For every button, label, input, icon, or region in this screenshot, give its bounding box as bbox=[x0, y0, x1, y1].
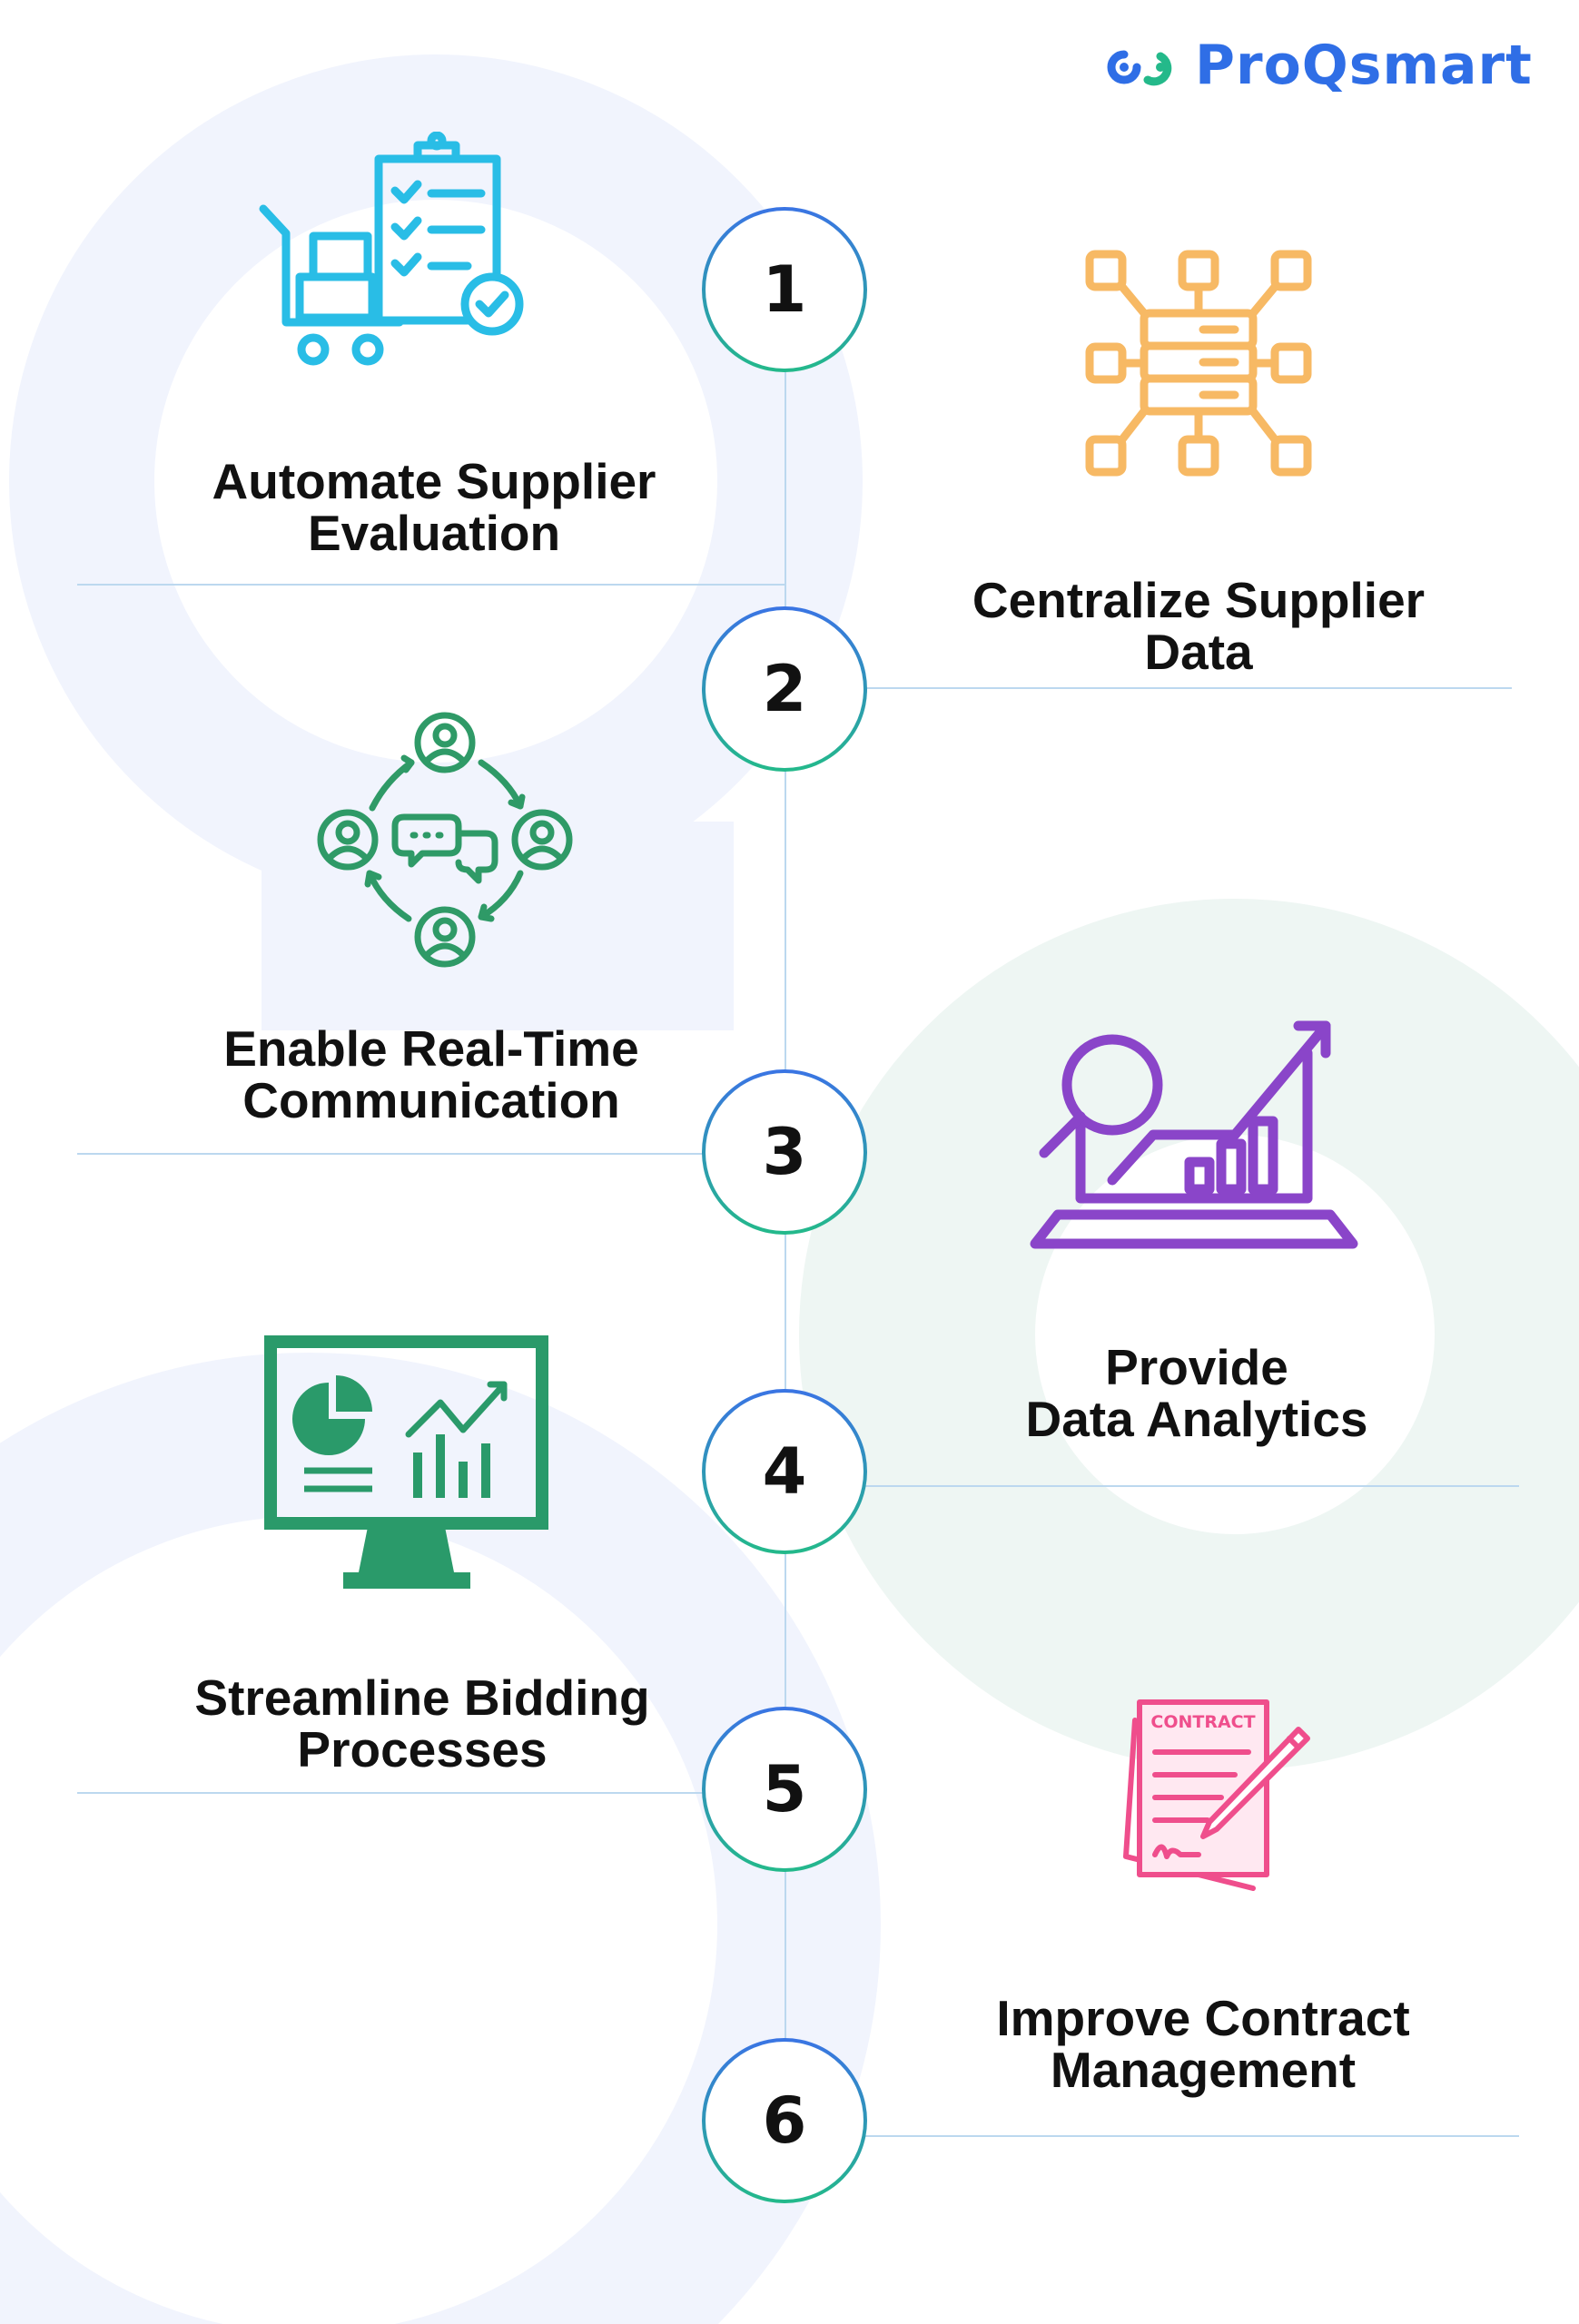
step-number: 3 bbox=[762, 1115, 807, 1189]
step-1-label: Automate Supplier Evaluation bbox=[212, 453, 656, 561]
contract-title: CONTRACT bbox=[1150, 1712, 1255, 1732]
person-top bbox=[414, 712, 476, 773]
step-6-circle: 6 bbox=[702, 2038, 867, 2203]
step-number: 1 bbox=[762, 252, 807, 327]
step-5-label: Streamline Bidding Processes bbox=[194, 1669, 650, 1777]
communication-cycle-icon bbox=[317, 712, 573, 968]
brand-logo[interactable]: ProQsmart bbox=[1097, 29, 1551, 102]
infinity-logo-icon bbox=[1107, 50, 1172, 86]
separator-3 bbox=[77, 1153, 785, 1155]
step-number: 2 bbox=[762, 652, 807, 726]
brand-name: ProQsmart bbox=[1195, 34, 1533, 97]
person-left bbox=[317, 809, 379, 871]
step-2-label: Centralize Supplier Data bbox=[972, 572, 1426, 680]
person-bottom bbox=[414, 906, 476, 968]
separator-5 bbox=[77, 1792, 785, 1794]
step-5-circle: 5 bbox=[702, 1707, 867, 1872]
step-number: 4 bbox=[762, 1434, 807, 1509]
step-4-label: Provide Data Analytics bbox=[1025, 1339, 1368, 1447]
analytics-laptop-icon bbox=[1030, 1020, 1358, 1249]
separator-1 bbox=[77, 584, 785, 586]
separator-4 bbox=[785, 1485, 1519, 1487]
separator-2 bbox=[785, 687, 1512, 689]
separator-6 bbox=[785, 2135, 1519, 2137]
dashboard-monitor-icon bbox=[264, 1335, 548, 1589]
step-4-circle: 4 bbox=[702, 1389, 867, 1554]
step-number: 6 bbox=[762, 2083, 807, 2158]
data-network-icon bbox=[1085, 250, 1312, 477]
timeline-line bbox=[785, 372, 786, 2133]
step-number: 5 bbox=[762, 1752, 807, 1827]
step-2-circle: 2 bbox=[702, 606, 867, 772]
step-3-label: Enable Real-Time Communication bbox=[223, 1020, 639, 1128]
step-6-label: Improve Contract Management bbox=[996, 1990, 1410, 2098]
step-3-circle: 3 bbox=[702, 1069, 867, 1235]
contract-sign-icon: CONTRACT bbox=[1123, 1699, 1310, 1891]
supplier-evaluation-icon bbox=[259, 132, 524, 366]
step-1-circle: 1 bbox=[702, 207, 867, 372]
person-right bbox=[511, 809, 573, 871]
